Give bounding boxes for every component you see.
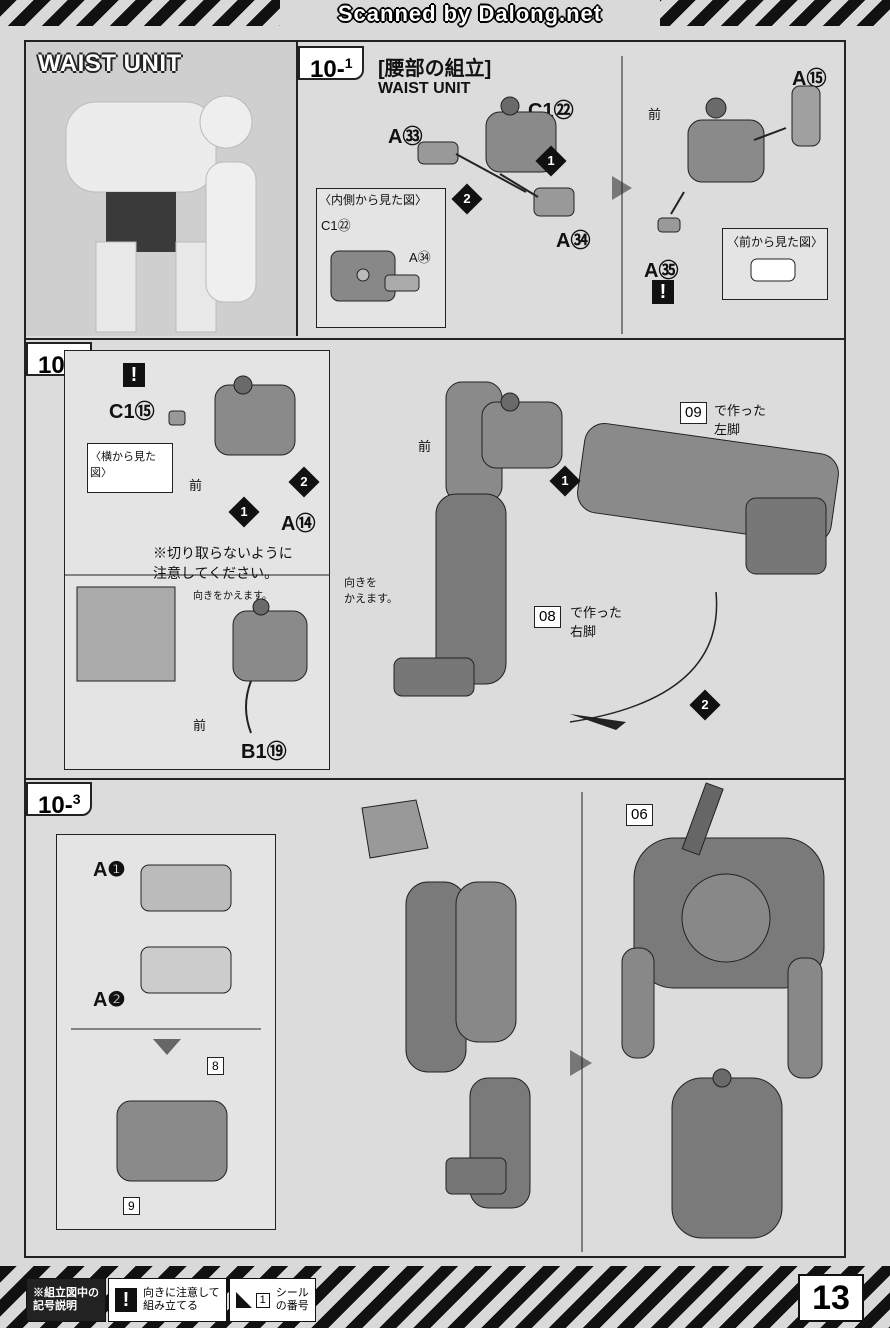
- arrow-step-2: 2: [451, 183, 483, 215]
- sticker-number-9: 9: [123, 1197, 140, 1215]
- attention-icon-2: !: [123, 363, 145, 387]
- inset-front-title: 〈前から見た図〉: [727, 235, 824, 249]
- part-label-a2: A❷: [93, 989, 126, 1011]
- waist-photo: WAIST UNIT: [26, 42, 298, 336]
- attention-icon: !: [652, 280, 674, 304]
- waist-on-leg: [481, 392, 563, 469]
- right-leg-ref-text: で作った 右脚: [570, 605, 623, 639]
- page-number: 13: [798, 1274, 864, 1322]
- sticker-number-8: 8: [207, 1057, 224, 1075]
- part-label-c115: C1⑮: [109, 401, 155, 423]
- part-label-b119: B1⑲: [241, 741, 287, 763]
- front-label-3: 前: [193, 718, 207, 733]
- step-10-2-detail-box: ! C1⑮ 〈横から見た図〉 前 A⑭ ※切り取らないように 注意してください。…: [64, 350, 330, 770]
- robot-photo-illustration: [65, 95, 257, 333]
- legs-assembly: [405, 881, 531, 1209]
- legend-sticker-text: シール の番号: [275, 1287, 309, 1312]
- part-a34: [533, 187, 575, 217]
- waist-part-assembled: [687, 97, 765, 183]
- right-leg-ref-number: 08: [534, 606, 561, 628]
- step-10-2-detail-drawing: [65, 375, 329, 734]
- rotate-note-2: 向きを かえます。: [344, 577, 398, 605]
- legend-sticker: 1 シール の番号: [228, 1278, 316, 1322]
- part-label-a14: A⑭: [281, 513, 316, 535]
- step-number-10-3: 10-3: [26, 782, 93, 819]
- part-label-a33: A㉝: [388, 126, 423, 148]
- inset-inner-a-label: A㉞: [409, 250, 431, 265]
- legend-attention-text: 向きに注意して 組み立てる: [143, 1287, 220, 1312]
- scan-credit: Scanned by Dalong.net: [280, 0, 660, 28]
- inset-inner-view: 〈内側から見た図〉 C1㉒ A㉞: [316, 188, 446, 328]
- step-10-3-main-drawing: [361, 782, 825, 1252]
- left-leg-ref-text: で作った 左脚: [714, 403, 767, 437]
- cut-warning-note: ※切り取らないように 注意してください。: [153, 545, 293, 581]
- arrow-step-2-main-2: 2: [689, 689, 721, 721]
- legend-attention: ! 向きに注意して 組み立てる: [108, 1278, 227, 1322]
- rotate-note-1: 向きをかえます。: [193, 591, 272, 602]
- inset-inner-title: 〈内側から見た図〉: [319, 193, 428, 207]
- step-10-2-main-drawing: [393, 381, 839, 730]
- side-view-inset: 〈横から見た図〉: [87, 443, 173, 493]
- section-title: WAIST UNIT: [38, 50, 182, 77]
- front-label-4: 前: [418, 439, 432, 454]
- step-10-3-detail-drawing: [71, 864, 261, 1182]
- part-label-a1: A❶: [93, 859, 126, 881]
- upper-body: [621, 782, 825, 1239]
- legend-sticker-number: 1: [255, 1292, 270, 1308]
- panel-10-2: 10-2 ! C1⑮ 〈横から見た図〉 前 A⑭ ※切り取らないように 注意して…: [26, 338, 844, 780]
- front-label-2: 前: [189, 478, 203, 493]
- part-a15: [791, 85, 821, 147]
- side-view-title: 〈横から見た図〉: [90, 451, 156, 479]
- step-title-en: WAIST UNIT: [378, 80, 471, 97]
- left-leg-ref-number: 09: [680, 402, 707, 424]
- step-number-10-1: 10-1: [298, 46, 365, 83]
- inset-inner-drawing: [330, 250, 420, 302]
- part-a33: [417, 141, 459, 165]
- part-label-a35: A㉟: [644, 260, 679, 282]
- step-title-jp: [腰部の組立]: [378, 58, 492, 80]
- inset-front-drawing: [750, 258, 796, 282]
- part-label-a34: A㉞: [556, 230, 591, 252]
- arrow-step-2-main-1: 1: [549, 465, 581, 497]
- legend-attention-icon: !: [115, 1288, 137, 1312]
- inset-front-view: 〈前から見た図〉: [722, 228, 828, 300]
- part-a35: [657, 217, 681, 233]
- sticker-icon: [235, 1292, 252, 1308]
- front-label: 前: [648, 107, 662, 122]
- instruction-sheet: WAIST UNIT 10-1 [腰部の組立] WAIST UNIT A㉝ C1…: [24, 40, 846, 1258]
- part-label-a15: A⑮: [792, 68, 827, 90]
- inset-inner-c-label: C1㉒: [321, 218, 351, 233]
- panel-10-3: 10-3 A❶ A❷ 8 9: [26, 778, 844, 1256]
- body-ref-number: 06: [626, 804, 653, 826]
- arrow-step-1: 1: [535, 145, 567, 177]
- step-10-3-detail-box: A❶ A❷ 8 9: [56, 834, 276, 1230]
- left-leg-assembly: [577, 422, 839, 575]
- step-10-1-drawings: [417, 56, 821, 334]
- legend-heading: ※組立図中の 記号説明: [26, 1278, 106, 1322]
- panel-10-1: WAIST UNIT 10-1 [腰部の組立] WAIST UNIT A㉝ C1…: [26, 42, 844, 340]
- skirt-armor: [361, 799, 429, 859]
- symbol-legend: ※組立図中の 記号説明 ! 向きに注意して 組み立てる 1 シール の番号: [26, 1278, 316, 1322]
